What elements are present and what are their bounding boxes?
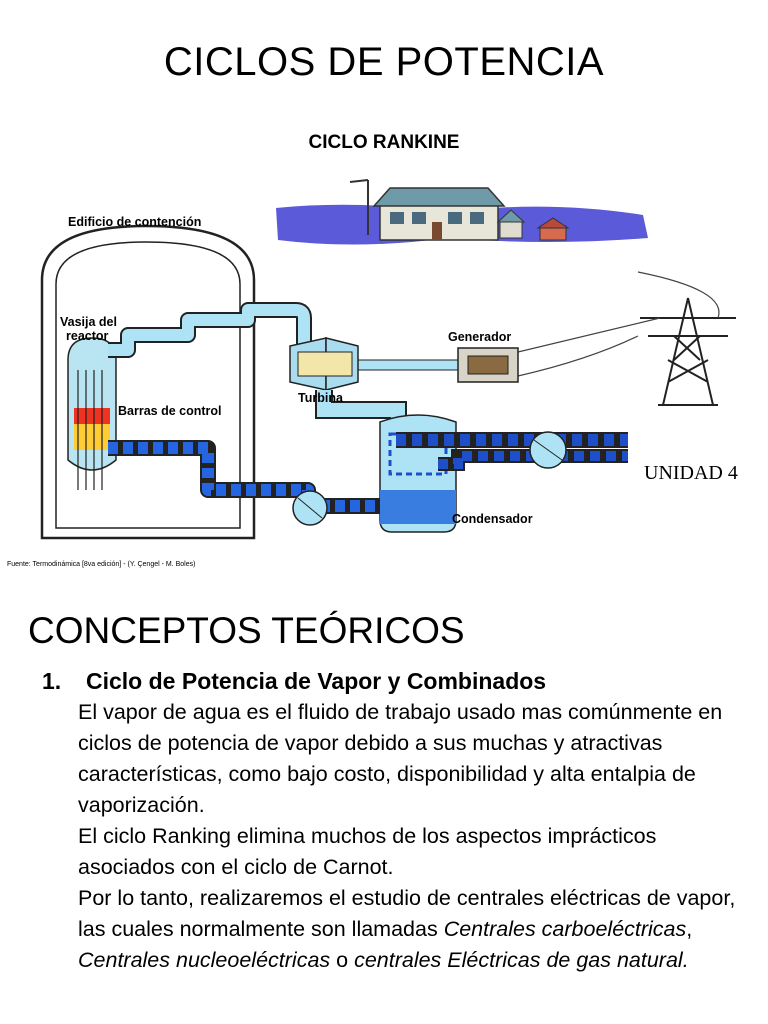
label-turbine: Turbina: [298, 391, 344, 405]
section-heading: CONCEPTOS TEÓRICOS: [28, 610, 465, 651]
concept-title: 1. Ciclo de Potencia de Vapor y Combinado…: [42, 668, 742, 695]
source-citation: Fuente: Termodinámica [8va edición] - (Y…: [7, 561, 196, 568]
concept-section: 1. Ciclo de Potencia de Vapor y Combinado…: [42, 668, 742, 976]
label-vessel-line1: Vasija del: [60, 315, 117, 329]
paragraph-1: El vapor de agua es el fluido de trabajo…: [78, 700, 723, 817]
transmission-tower-icon: [640, 297, 736, 406]
label-control-rods: Barras de control: [118, 404, 222, 418]
concept-body: El vapor de agua es el fluido de trabajo…: [78, 697, 742, 976]
label-generator: Generador: [448, 330, 511, 344]
label-vessel-line2: reactor: [66, 329, 109, 343]
label-containment: Edificio de contención: [68, 215, 201, 229]
separator: ,: [686, 917, 693, 941]
emphasis-carbo: Centrales carboeléctricas: [443, 917, 687, 941]
turbine-icon: [289, 337, 359, 391]
label-condenser: Condensador: [452, 512, 533, 526]
reactor-core: [74, 422, 110, 450]
paragraph-3: Por lo tanto, realizaremos el estudio de…: [78, 883, 742, 976]
small-house-icon: [496, 209, 570, 241]
paragraph-3-text: Por lo tanto, realizaremos el estudio de…: [78, 886, 736, 941]
generator-icon: [457, 347, 519, 383]
concept-title-text: Ciclo de Potencia de Vapor y Combinados: [86, 668, 547, 694]
diagram-subtitle: CICLO RANKINE: [308, 132, 460, 153]
house-icon: [372, 187, 506, 241]
power-line: [517, 317, 661, 353]
concept-number: 1.: [42, 668, 62, 694]
emphasis-nucleo: Centrales nucleoeléctricas: [78, 948, 331, 972]
conjunction: o: [330, 948, 355, 972]
paragraph-2: El ciclo Ranking elimina muchos de los a…: [78, 824, 657, 879]
emphasis-gas: centrales Eléctricas de gas natural.: [354, 948, 689, 972]
page-title: CICLOS DE POTENCIA: [163, 40, 605, 84]
unit-label: UNIDAD 4: [644, 462, 738, 484]
rankine-plant-diagram: Edificio de contención Vasija del reacto…: [40, 179, 736, 540]
